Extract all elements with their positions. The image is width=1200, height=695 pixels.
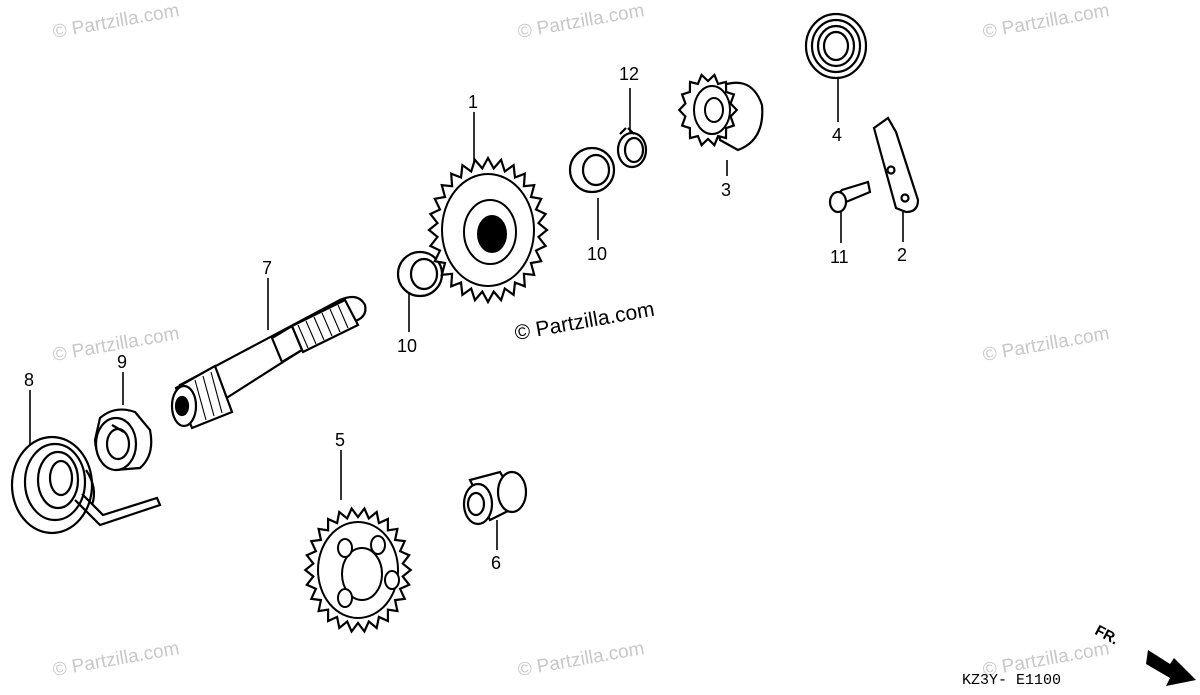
front-direction-arrow-icon <box>1146 650 1196 686</box>
callout-10-upper: 10 <box>587 244 608 264</box>
callout-5: 5 <box>335 430 346 450</box>
gear-detail <box>704 97 724 123</box>
stopper-plate-icon <box>872 116 920 214</box>
callout-12: 12 <box>619 64 640 84</box>
ratchet-gear-icon <box>677 72 764 152</box>
gear-detail <box>477 215 507 253</box>
callout-1: 1 <box>468 92 479 112</box>
return-spring-icon <box>10 435 162 535</box>
callout-11: 11 <box>830 247 849 267</box>
callout-4: 4 <box>832 125 843 145</box>
gear-detail <box>337 588 353 608</box>
ratchet-spring-icon <box>804 12 868 80</box>
idle-gear-icon <box>303 506 413 634</box>
gear-detail <box>341 547 383 601</box>
callout-8: 8 <box>24 370 35 390</box>
leader-lines <box>29 78 904 550</box>
bolt-icon <box>828 180 872 214</box>
spring-collar-icon <box>93 408 153 472</box>
callout-3: 3 <box>721 180 732 200</box>
thrust-washer-icon <box>568 146 616 194</box>
callout-9: 9 <box>117 352 128 372</box>
diagram-code: KZ3Y- E1100 <box>962 672 1062 689</box>
callout-6: 6 <box>491 553 502 573</box>
gear-detail <box>384 570 400 590</box>
callout-10-lower: 10 <box>397 336 418 356</box>
callout-7: 7 <box>262 258 273 278</box>
gear-detail <box>337 538 353 558</box>
kick-spindle-icon <box>170 295 367 430</box>
snap-ring-icon <box>616 127 648 169</box>
bushing-icon <box>462 470 528 526</box>
gear-detail <box>370 535 386 555</box>
thrust-washer-icon <box>396 250 444 298</box>
large-gear-icon <box>427 155 549 305</box>
callout-2: 2 <box>897 245 908 265</box>
